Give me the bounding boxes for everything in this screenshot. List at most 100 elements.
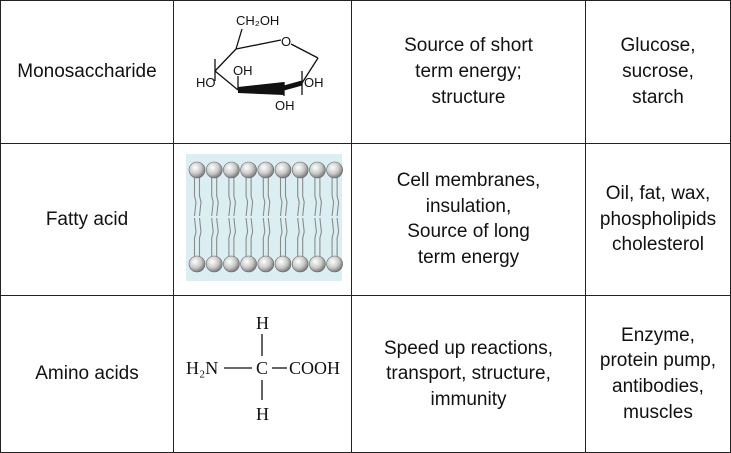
- function-line: transport, structure,: [386, 363, 551, 385]
- lipid-tail: [302, 217, 305, 258]
- lipid-tail: [279, 217, 283, 258]
- amino-acid-structure-icon: H H₂N C COOH H: [186, 313, 340, 424]
- phosphate-head: [257, 161, 275, 178]
- examples-cell: Oil, fat, wax, phospholipids cholesterol: [585, 142, 731, 297]
- ho-label: HO: [196, 75, 216, 90]
- function-line: immunity: [430, 388, 507, 410]
- lipid-tail: [284, 217, 288, 258]
- phosphate-head: [274, 161, 292, 178]
- oh-label-top: OH: [233, 63, 253, 78]
- hydrogen-bottom-label: H: [256, 404, 269, 424]
- oh-label-right: OH: [304, 75, 324, 90]
- phosphate-head: [274, 255, 292, 272]
- lipid-tail: [193, 175, 197, 216]
- lipid-tail: [314, 217, 317, 258]
- lipid-tail: [284, 175, 288, 216]
- example-line: Enzyme,: [621, 324, 695, 346]
- lipid-tail: [319, 175, 322, 216]
- structure-cell: H H₂N C COOH H: [173, 295, 352, 453]
- lipid-tail: [331, 217, 335, 258]
- phosphate-head: [309, 255, 326, 272]
- lipid-tail: [216, 175, 219, 216]
- phosphate-head: [205, 161, 223, 178]
- table-row: Fatty acid Cell membranes, insulation, S…: [0, 142, 731, 297]
- function-line: structure: [431, 86, 506, 108]
- lipid-tail: [198, 175, 202, 216]
- phosphate-head: [205, 255, 223, 272]
- lipid-tail: [228, 175, 231, 216]
- lipid-tail: [250, 217, 254, 258]
- lipid-tail: [250, 175, 254, 216]
- example-line: cholesterol: [612, 234, 704, 256]
- lipid-tail: [216, 217, 219, 258]
- function-line: Speed up reactions,: [383, 337, 553, 359]
- phosphate-head: [326, 255, 343, 272]
- molecule-name: Monosaccharide: [17, 61, 157, 82]
- phosphate-head: [188, 161, 206, 178]
- lipid-tail: [267, 175, 271, 216]
- phosphate-head: [223, 161, 240, 178]
- function-line: Source of short: [404, 35, 533, 57]
- lipid-tail: [233, 175, 236, 216]
- lipid-tail: [198, 217, 202, 258]
- examples-cell: Enzyme, protein pump, antibodies, muscle…: [585, 295, 731, 453]
- phospholipid-bilayer-icon: [186, 153, 343, 281]
- lipid-tail: [336, 217, 340, 258]
- table-row: Monosaccharide CH₂: [0, 0, 731, 144]
- phosphate-head: [257, 255, 275, 272]
- ch2oh-label: CH₂OH: [236, 13, 279, 28]
- function-line: insulation,: [425, 195, 512, 217]
- lipid-tail: [319, 217, 322, 258]
- phosphate-head: [309, 161, 326, 178]
- phosphate-head: [188, 255, 206, 272]
- lipid-tail: [297, 175, 300, 216]
- function-line: term energy;: [415, 61, 522, 82]
- phosphate-head: [223, 255, 240, 272]
- phosphate-head: [240, 161, 257, 178]
- structure-cell: [173, 142, 352, 297]
- example-line: sucrose,: [622, 61, 694, 82]
- example-line: protein pump,: [599, 350, 717, 372]
- lipid-tail: [262, 175, 266, 216]
- phosphate-head: [291, 255, 309, 272]
- function-line: Cell membranes,: [396, 170, 541, 192]
- example-line: starch: [632, 86, 684, 108]
- example-line: muscles: [623, 401, 693, 423]
- function-line: Source of long: [407, 221, 530, 243]
- carboxyl-group-label: COOH: [289, 358, 340, 378]
- lipid-tail: [211, 217, 214, 258]
- lipid-tail: [279, 175, 283, 216]
- lipid-tail: [245, 175, 249, 216]
- structure-cell: CH₂OH O OH OH OH HO: [173, 0, 352, 144]
- molecule-name-cell: Fatty acid: [0, 142, 174, 297]
- lipid-tail: [193, 217, 197, 258]
- hydrogen-top-label: H: [256, 313, 269, 333]
- phosphate-head: [240, 255, 257, 272]
- alpha-carbon-label: C: [256, 358, 268, 378]
- molecule-name-cell: Amino acids: [0, 295, 174, 453]
- lipid-tail: [211, 175, 214, 216]
- phosphate-head: [291, 161, 309, 178]
- lipid-tail: [297, 217, 300, 258]
- amine-group-label: H₂N: [186, 358, 218, 378]
- table-row: Amino acids H H₂N C COOH H Spe: [0, 295, 731, 453]
- function-cell: Source of short term energy; structure: [351, 0, 586, 144]
- lipid-tail: [267, 217, 271, 258]
- lipid-tail: [331, 175, 335, 216]
- example-line: Oil, fat, wax,: [605, 183, 711, 204]
- glucose-ring-structure-icon: CH₂OH O OH OH OH HO: [196, 13, 324, 113]
- molecule-name: Amino acids: [35, 363, 139, 385]
- lipid-tail: [336, 175, 340, 216]
- example-line: Glucose,: [620, 35, 696, 57]
- lipid-tail: [262, 217, 266, 258]
- oh-label-bottom: OH: [275, 98, 295, 113]
- example-line: phospholipids: [599, 208, 717, 230]
- molecule-name: Fatty acid: [45, 208, 129, 230]
- lipid-tail: [314, 175, 317, 216]
- lipid-tail: [233, 217, 236, 258]
- function-cell: Speed up reactions, transport, structure…: [351, 295, 586, 453]
- examples-cell: Glucose, sucrose, starch: [585, 0, 731, 144]
- molecule-name-cell: Monosaccharide: [0, 0, 174, 144]
- phosphate-head: [326, 161, 343, 178]
